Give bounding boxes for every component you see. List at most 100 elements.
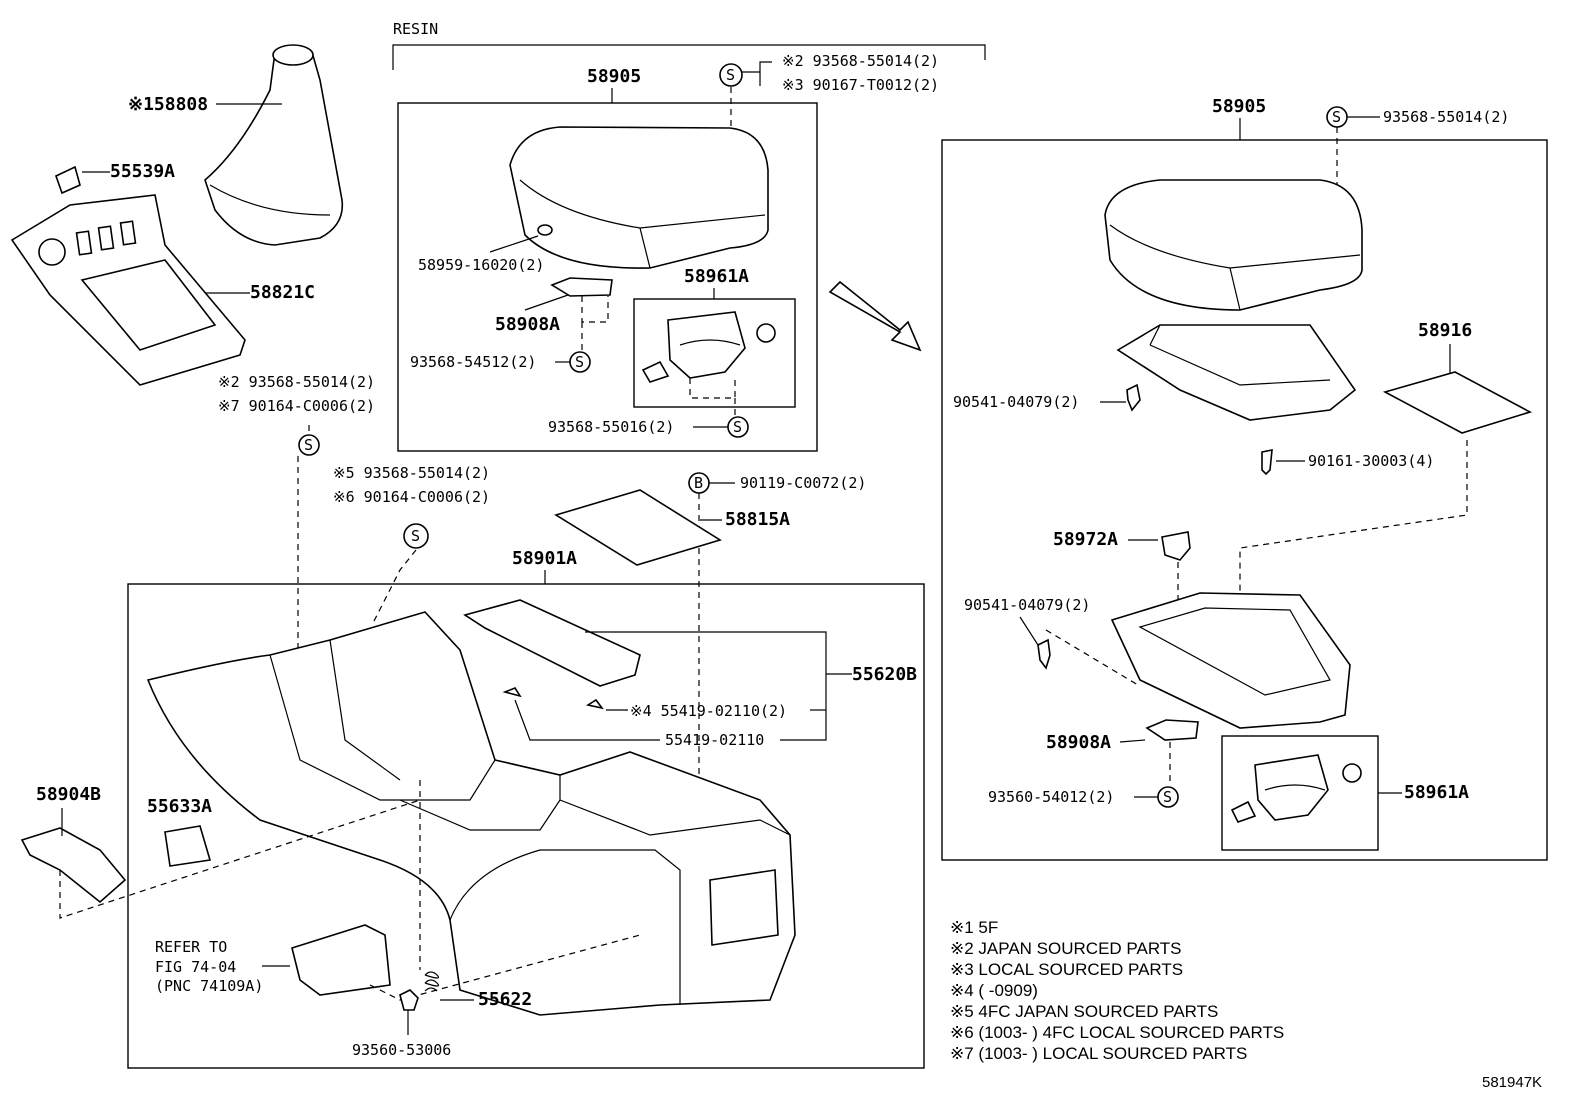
label-93560-53006: 93560-53006: [352, 1041, 451, 1059]
label-58905-b: 58905: [1212, 96, 1266, 117]
label-55622: 55622: [478, 989, 532, 1010]
refer-line-2: FIG 74-04: [155, 958, 236, 976]
screw-icon-54012: [1157, 786, 1179, 808]
latch-58961A-left: [641, 311, 776, 383]
leader-pin-b-dash: [1045, 629, 1139, 686]
label-s7: ※7 90164-C0006(2): [218, 397, 375, 415]
clip-55419-4: [585, 698, 604, 710]
bracket-55620B: [585, 631, 827, 741]
label-s3: ※3 90167-T0012(2): [782, 76, 939, 94]
screw-icon-mid: [403, 523, 429, 549]
bolt-mark: B: [694, 474, 703, 492]
screw-mark-left: S: [304, 436, 313, 454]
screw-icon-left: [298, 434, 320, 456]
leader-58908A-b: [1119, 739, 1146, 743]
refer-line-3: (PNC 74109A): [155, 977, 263, 995]
leader-refer-dash: [369, 934, 641, 1001]
bracket-58904B: [20, 827, 127, 904]
plug-58959: [537, 224, 553, 236]
label-58972A: 58972A: [1053, 529, 1118, 550]
label-58959: 58959-16020(2): [418, 256, 544, 274]
note-5: ※5 4FC JAPAN SOURCED PARTS: [950, 1002, 1218, 1021]
label-58904B: 58904B: [36, 784, 101, 805]
screw-mark-right-top: S: [1332, 108, 1341, 126]
label-55633A: 55633A: [147, 796, 212, 817]
part-74109A: [291, 924, 391, 996]
clip-55539A: [55, 165, 81, 195]
mat-58815A: [554, 489, 722, 566]
label-93568-55016: 93568-55016(2): [548, 418, 674, 436]
note-3: ※3 LOCAL SOURCED PARTS: [950, 960, 1183, 979]
latch-58961A-right: [1230, 754, 1362, 823]
label-55419-4: ※4 55419-02110(2): [630, 702, 787, 720]
armrest-base-right: [1116, 324, 1357, 421]
resin-label: RESIN: [393, 20, 438, 38]
console-box: [127, 583, 925, 1069]
label-93568-55014-r: 93568-55014(2): [1383, 108, 1509, 126]
label-90161: 90161-30003(4): [1308, 452, 1434, 470]
mat-58916: [1382, 371, 1533, 434]
label-55419: 55419-02110: [665, 731, 764, 749]
leader-58959: [489, 235, 539, 253]
hinge-58908A-right: [1145, 719, 1199, 741]
lid-55620B: [463, 599, 641, 687]
clip-55419: [502, 687, 522, 698]
label-93560-54012: 93560-54012(2): [988, 788, 1114, 806]
shift-boot-58808: [204, 44, 344, 246]
label-58808: ※158808: [128, 94, 208, 115]
label-55539A: 55539A: [110, 161, 175, 182]
screw-mark-55016: S: [733, 418, 742, 436]
label-58815A: 58815A: [725, 509, 790, 530]
grommet-93560-53006: [399, 989, 419, 1011]
screw-icon-54512: [569, 351, 591, 373]
label-93568-54512: 93568-54512(2): [410, 353, 536, 371]
screw-mark-mid: S: [411, 527, 420, 545]
resin-bracket: [392, 44, 986, 70]
label-90541-b: 90541-04079(2): [964, 596, 1090, 614]
leader-latch-dash: [689, 378, 736, 399]
leader-screw-mid: [371, 549, 417, 626]
armrest-box-left: [397, 102, 818, 452]
armrest-box-right: [941, 139, 1548, 861]
note-4: ※4 ( -0909): [950, 981, 1038, 1000]
console-body-58901A: [146, 611, 796, 1016]
screw-mark-54012: S: [1163, 788, 1172, 806]
note-7: ※7 (1003- ) LOCAL SOURCED PARTS: [950, 1044, 1247, 1063]
clip-58972A: [1161, 531, 1191, 561]
screw-mark-top: S: [726, 66, 735, 84]
label-58908A-b: 58908A: [1046, 732, 1111, 753]
label-90541-a: 90541-04079(2): [953, 393, 1079, 411]
note-2: ※2 JAPAN SOURCED PARTS: [950, 939, 1182, 958]
screw-mark-54512: S: [575, 353, 584, 371]
label-s2b: ※2 93568-55014(2): [782, 52, 939, 70]
pin-90541-a: [1126, 383, 1141, 412]
label-58905-a: 58905: [587, 66, 641, 87]
leader-58904B-dash: [59, 799, 421, 919]
label-58961A-a: 58961A: [684, 266, 749, 287]
armrest-lid-58905-left: [509, 126, 769, 269]
leader-90541-b: [1019, 616, 1039, 646]
cover-55633A: [164, 825, 212, 867]
leader-s2b: [742, 61, 772, 73]
screw-icon-top: [719, 63, 743, 87]
label-s5: ※5 93568-55014(2): [333, 464, 490, 482]
shift-panel-58821C: [10, 194, 246, 386]
armrest-tray-right: [1110, 592, 1351, 729]
label-58916: 58916: [1418, 320, 1472, 341]
pin-90541-b: [1037, 638, 1051, 670]
note-6: ※6 (1003- ) 4FC LOCAL SOURCED PARTS: [950, 1023, 1284, 1042]
spring-55622: [424, 971, 440, 992]
label-90119: 90119-C0072(2): [740, 474, 866, 492]
arrow-icon: [828, 280, 922, 352]
leader-58908A-a: [524, 294, 569, 311]
screw-90161: [1261, 449, 1273, 476]
label-s6: ※6 90164-C0006(2): [333, 488, 490, 506]
label-55620B: 55620B: [852, 664, 917, 685]
screw-icon-55016: [727, 416, 749, 438]
leader-mat-dash: [1239, 440, 1468, 640]
leader-55419: [514, 699, 660, 741]
label-s2a: ※2 93568-55014(2): [218, 373, 375, 391]
label-58908A-a: 58908A: [495, 314, 560, 335]
hinge-58908A-left: [550, 277, 613, 297]
